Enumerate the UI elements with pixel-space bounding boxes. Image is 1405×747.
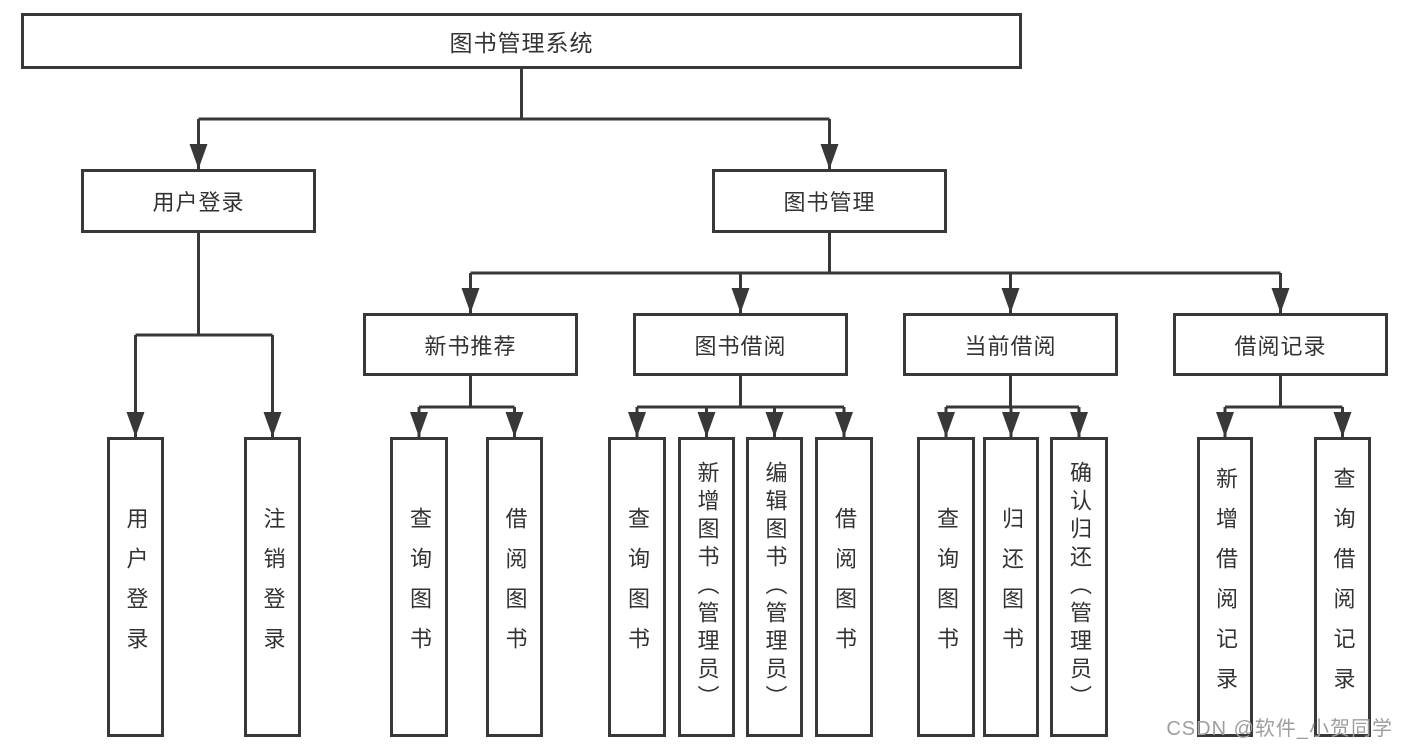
leaf-logout: 注销登录 [244,437,301,737]
leaf-borrow-books: 借阅图书 [815,437,873,737]
leaf-user-login: 用户登录 [107,437,164,737]
leaf-return-books: 归还图书 [983,437,1039,737]
leaf-borrow-books-recommend: 借阅图书 [486,437,543,737]
leaf-query-borrow-record: 查询借阅记录 [1314,437,1371,737]
node-user-login: 用户登录 [81,169,316,233]
node-book-borrowing: 图书借阅 [633,313,848,376]
leaf-confirm-return-admin: 确认归还（管理员） [1050,437,1108,737]
node-new-book-recommendation: 新书推荐 [363,313,578,376]
leaf-add-borrow-record: 新增借阅记录 [1197,437,1253,737]
leaf-edit-books-admin: 编辑图书（管理员） [746,437,803,737]
node-library-management-system: 图书管理系统 [21,13,1022,69]
leaf-query-books-recommend: 查询图书 [390,437,448,737]
watermark: CSDN @软件_小贺同学 [1166,718,1393,740]
leaf-add-books-admin: 新增图书（管理员） [678,437,735,737]
leaf-query-books-borrow: 查询图书 [608,437,666,737]
leaf-query-books-current: 查询图书 [917,437,975,737]
node-current-borrowing: 当前借阅 [903,313,1118,376]
arrowhead-icons [126,144,1352,437]
node-borrowing-records: 借阅记录 [1173,313,1388,376]
node-book-management: 图书管理 [712,169,947,233]
